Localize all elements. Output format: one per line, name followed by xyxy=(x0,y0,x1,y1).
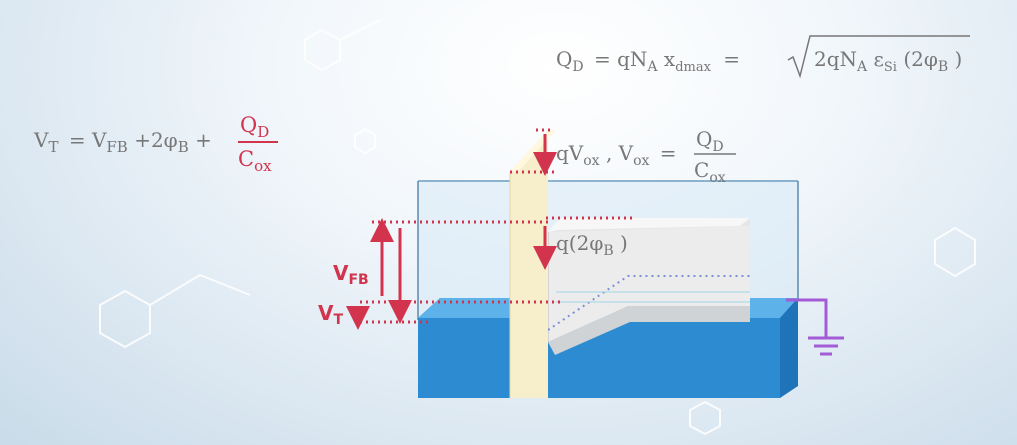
hexagon-shape xyxy=(304,28,341,72)
hexagon-shape xyxy=(354,127,376,155)
vfb-label: VFB xyxy=(333,261,369,288)
svg-text:QD: QD xyxy=(240,113,269,141)
reference-dotted-lines xyxy=(360,128,636,324)
hexagon-line xyxy=(339,19,381,41)
svg-text:2qNA εSi (2φB: 2qNA εSi (2φB ) xyxy=(814,47,962,76)
hexagon-line xyxy=(149,273,251,306)
vt-equation: VT = VFB +2φB + QD Cox xyxy=(33,113,278,175)
vt-label: VT xyxy=(318,301,343,328)
ground-symbol-icon xyxy=(786,298,844,356)
background-hexagons xyxy=(99,19,976,436)
semiconductor-band xyxy=(547,218,750,355)
hexagon-shape xyxy=(689,400,721,436)
hexagon-shape xyxy=(934,226,976,278)
svg-text:Cox: Cox xyxy=(238,147,272,175)
svg-text:qVox , Vox =: qVox , Vox = xyxy=(556,141,677,170)
svg-text:QD = qNA xdmax: QD = qNA xdmax = xyxy=(556,47,740,76)
sqrt-sign xyxy=(787,35,970,79)
svg-text:QD: QD xyxy=(696,127,724,155)
vox-equation: qVox , Vox = QD Cox xyxy=(556,127,736,186)
svg-text:Cox: Cox xyxy=(694,158,726,186)
hexagon-shape xyxy=(99,289,151,349)
qd-equation: QD = qNA xdmax = 2qNA εSi (2φB ) xyxy=(556,35,970,79)
energy-arrows xyxy=(346,134,557,330)
svg-text:VT = VFB +2φB: VT = VFB +2φB + xyxy=(33,128,212,157)
phib-label: q(2φB ) xyxy=(556,231,628,260)
